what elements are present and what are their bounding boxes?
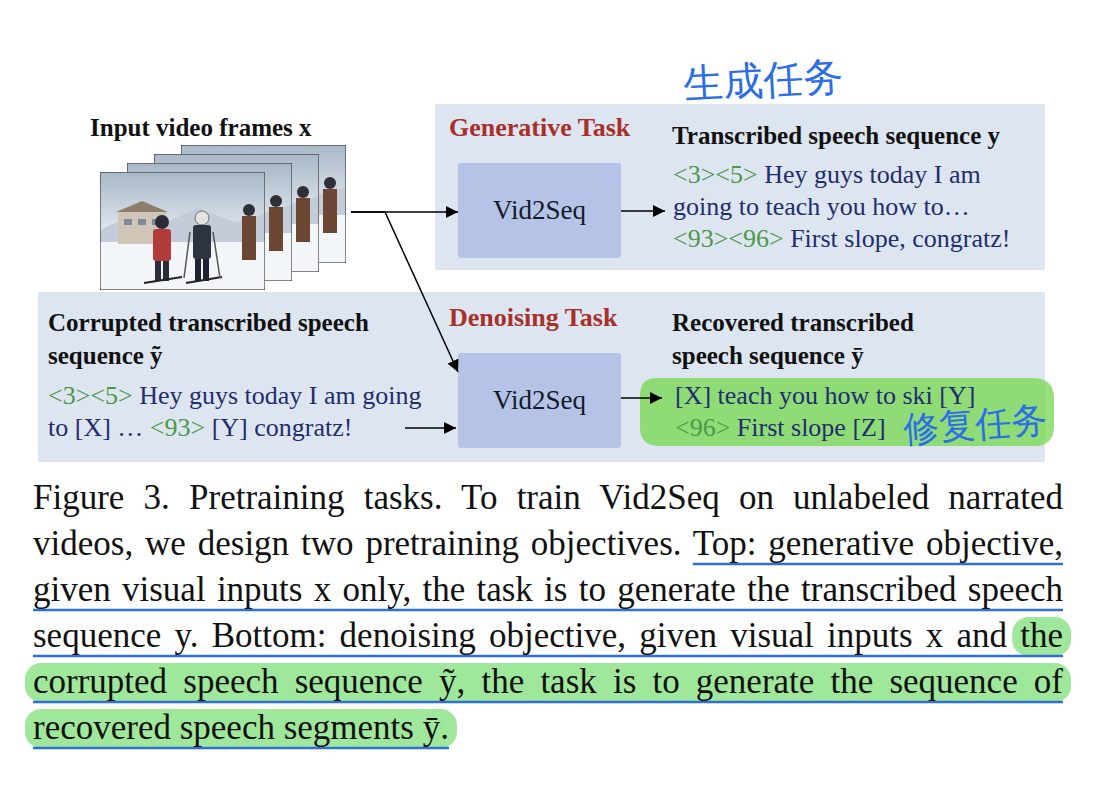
flow-arrow: [351, 212, 458, 372]
skier-head: [155, 215, 169, 229]
text-group: Generative Task: [449, 112, 669, 144]
skier-head: [195, 211, 209, 225]
figure-caption: Figure 3. Pretraining tasks. To train Vi…: [33, 475, 1063, 751]
sequence-heading: Corrupted transcribed speech sequence ỹ: [48, 309, 369, 369]
video-frame: [154, 154, 319, 272]
skier-body: [153, 229, 171, 261]
sequence-heading: Input video frames x: [90, 114, 312, 141]
text-slot: Input video frames x: [90, 112, 347, 145]
text-slot: Vid2Seq: [458, 353, 621, 448]
label-slot: 修复任务: [903, 405, 1047, 445]
video-frame: [181, 145, 346, 263]
speech-text: [Y] congratz!: [212, 413, 353, 442]
skiers: [144, 211, 222, 283]
model-label: Vid2Seq: [493, 385, 586, 415]
text-group: <3><5>Hey guys today I am going to [X] ……: [48, 380, 438, 444]
task-panel: Vid2Seq Corrupted transcribed speech sequ…: [38, 292, 1045, 462]
skier-leg: [195, 259, 201, 281]
sequence-heading: Recovered transcribed speech sequence ȳ: [672, 309, 914, 369]
speech-text: First slope [Z]: [737, 413, 886, 442]
text-group: <3><5>Hey guys today I am going to teach…: [673, 159, 1035, 223]
ski-pole: [213, 232, 220, 278]
sequence-heading: Transcribed speech sequence y: [672, 122, 1000, 149]
skier-body: [193, 225, 211, 259]
task-title: Denoising Task: [449, 303, 617, 332]
input-frames: Input video frames x: [86, 108, 351, 294]
skier-leg: [155, 261, 161, 281]
model-box: Vid2Seq: [458, 353, 621, 448]
caption-block: Figure 3. Pretraining tasks. To train Vi…: [33, 475, 1063, 751]
text-group: Corrupted transcribed speech sequence ỹ: [48, 307, 438, 372]
text-slot: Vid2Seq: [458, 163, 621, 258]
time-token: <93>: [150, 413, 205, 442]
flow-arrow: [621, 210, 665, 212]
task-title: Generative Task: [449, 113, 630, 142]
text-group: Denoising Task: [449, 302, 669, 334]
label-slot: 生成任务: [683, 58, 843, 102]
underline-marker: [33, 609, 1063, 612]
ski: [186, 277, 222, 283]
model-label: Vid2Seq: [493, 195, 586, 225]
text-slot: Corrupted transcribed speech sequence ỹ: [48, 307, 438, 372]
underline-marker: [33, 655, 1063, 658]
text-group: Vid2Seq: [493, 194, 586, 227]
ski: [144, 277, 182, 283]
speech-text: First slope, congratz!: [790, 224, 1010, 253]
skier-leg: [163, 261, 169, 281]
flow-arrow: [351, 211, 458, 213]
text-slot: <3><5>Hey guys today I am going to teach…: [673, 159, 1035, 255]
flow-arrow: [621, 397, 662, 399]
text-slot: Generative Task: [449, 112, 669, 144]
speech-text: [X] teach you how to ski [Y]: [675, 381, 975, 410]
text-group: Transcribed speech sequence y: [672, 120, 1037, 153]
time-token: <3><5>: [673, 160, 758, 189]
video-frame: [127, 163, 292, 281]
handwritten-note: 生成任务: [682, 54, 844, 106]
underline-marker: [33, 747, 449, 750]
skier-leg: [203, 259, 209, 281]
text-slot: Recovered transcribed speech sequence ȳ: [672, 307, 972, 372]
text-slot: Transcribed speech sequence y: [672, 120, 1037, 153]
handwritten-note: 修复任务: [902, 400, 1048, 450]
flow-arrow: [405, 427, 456, 429]
time-token: <93><96>: [673, 224, 784, 253]
underline-marker: [693, 563, 1063, 566]
time-token: <3><5>: [48, 381, 133, 410]
time-token: <96>: [675, 413, 730, 442]
ski-pole: [184, 232, 190, 278]
text-slot: Denoising Task: [449, 302, 669, 334]
text-slot: <3><5>Hey guys today I am going to [X] ……: [48, 380, 438, 444]
text-group: Input video frames x: [90, 112, 347, 145]
text-group: <93><96>First slope, congratz!: [673, 223, 1035, 255]
text-group: Recovered transcribed speech sequence ȳ: [672, 307, 972, 372]
text-group: Vid2Seq: [493, 384, 586, 417]
task-panel: Vid2Seq Generative Task Transcribed speech…: [435, 104, 1045, 270]
video-frame: [100, 172, 265, 290]
underline-marker: [33, 701, 1063, 704]
model-box: Vid2Seq: [458, 163, 621, 258]
